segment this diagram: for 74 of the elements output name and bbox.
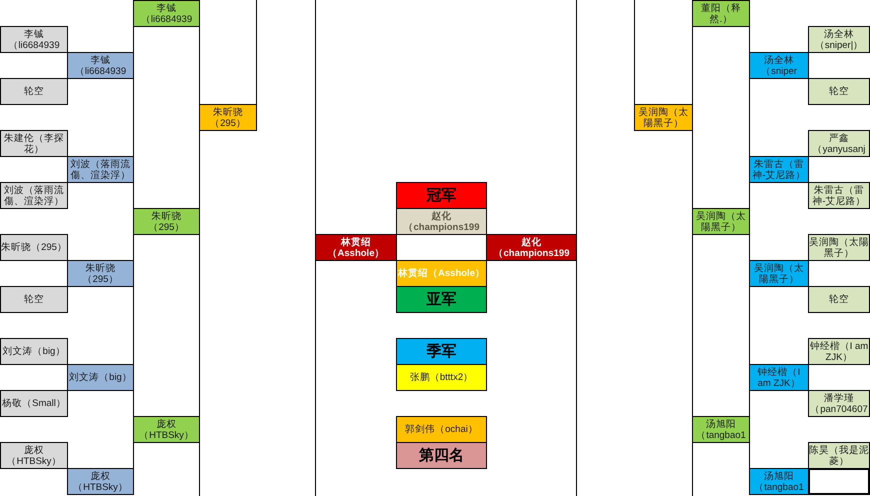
bracket-line (749, 26, 750, 53)
rank-banner: 冠军 (396, 182, 487, 209)
player-cell: 董阳（释然.） (692, 0, 750, 27)
player-cell: 轮空 (0, 286, 68, 313)
player-cell: 朱昕骁（295） (0, 234, 68, 261)
player-cell: 张鹏（btttx2） (396, 364, 487, 391)
player-cell: 李铖（li6684939 (0, 26, 68, 53)
player-cell: 赵化（champions199 (486, 234, 577, 261)
player-cell: 吴润陶（太陽黑子） (808, 234, 870, 261)
bracket-line (692, 130, 693, 209)
bracket-line (256, 0, 257, 105)
player-cell: 汤全林（sniper|） (808, 26, 870, 53)
bracket-line (133, 26, 134, 53)
rank-banner: 第四名 (396, 442, 487, 469)
bracket-line (692, 26, 693, 105)
player-cell: 朱昕骁（295） (133, 208, 200, 235)
player-cell: 庞权（HTBSky） (0, 442, 68, 469)
player-cell: 朱雷古（雷神-艾尼路） (749, 156, 809, 183)
bracket-line (749, 390, 750, 417)
player-cell: 郭剑伟（ochai） (396, 416, 487, 443)
player-cell: 朱雷古（雷神-艾尼路） (808, 182, 870, 209)
bracket-line (749, 78, 750, 157)
bracket-line (749, 442, 750, 469)
bracket-line (749, 182, 750, 209)
player-cell: 刘波（落雨流傷、渲染浮） (67, 156, 134, 183)
player-cell: 朱昕骁（295） (199, 104, 257, 131)
bracket-line (199, 130, 200, 209)
bracket-line (199, 234, 200, 417)
bracket-line (133, 78, 134, 157)
bracket-line (749, 286, 750, 365)
player-cell: 朱昕骁（295） (67, 260, 134, 287)
bracket-line (692, 442, 693, 496)
bracket-line (749, 234, 750, 261)
player-cell: 刘波（落雨流傷、渲染浮） (0, 182, 68, 209)
player-cell: 汤旭阳（tangbao1 (749, 468, 809, 495)
bracket-line (133, 390, 134, 417)
player-cell: 李铖（li6684939 (67, 52, 134, 79)
player-cell: 陈昊（我是泥菱） (808, 442, 870, 469)
player-cell: 吴润陶（太陽黑子） (749, 260, 809, 287)
player-cell: 钟经楷（I am ZJK） (749, 364, 809, 391)
bracket-line (315, 260, 316, 496)
player-cell: 杨敬（Small） (0, 390, 68, 417)
player-cell: 林贯绍（Asshole） (396, 260, 487, 287)
player-cell: 刘文涛（big） (67, 364, 134, 391)
player-cell: 潘学瑾（pan704607 (808, 390, 870, 417)
player-cell: 李铖（li6684939 (133, 0, 200, 27)
bracket-line (692, 234, 693, 417)
bracket-line (133, 442, 134, 469)
player-cell: 朱建伦（李探花） (0, 130, 68, 157)
player-cell: 赵化（champions199 (396, 208, 487, 235)
player-cell: 轮空 (808, 286, 870, 313)
player-cell: 吴润陶（太陽黑子） (634, 104, 693, 131)
player-cell: 严鑫（yanyusanj (808, 130, 870, 157)
bracket-line (199, 442, 200, 496)
player-cell: 林贯绍（Asshole） (315, 234, 397, 261)
bracket-line (133, 286, 134, 365)
player-cell: 庞权（HTBSky） (67, 468, 134, 495)
player-cell: 汤全林（sniper (749, 52, 809, 79)
rank-banner: 亚军 (396, 286, 487, 313)
bracket-line (133, 234, 134, 261)
player-cell: 庞权（HTBSky） (133, 416, 200, 443)
player-cell: 钟经楷（I am ZJK） (808, 338, 870, 365)
player-cell: 轮空 (808, 78, 870, 105)
player-cell: 轮空 (0, 78, 68, 105)
bracket-line (634, 0, 635, 105)
player-cell: 吴润陶（太陽黑子） (692, 208, 750, 235)
rank-banner: 季军 (396, 338, 487, 365)
bracket-line (133, 182, 134, 209)
player-cell: 汤旭阳（tangbao1 (692, 416, 750, 443)
bracket-line (576, 0, 577, 235)
bracket-line (576, 260, 577, 496)
bracket-line (315, 0, 316, 235)
player-cell: 刘文涛（big） (0, 338, 68, 365)
bracket-line (199, 26, 200, 105)
